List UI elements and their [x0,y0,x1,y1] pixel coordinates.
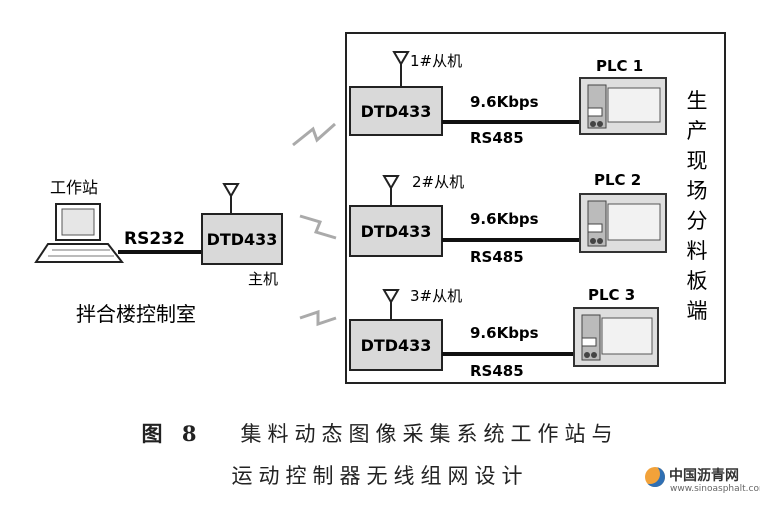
slave-3: 3#从机 DTD433 9.6Kbps RS485 PLC 3 [349,286,659,380]
bus-label: RS485 [470,248,524,266]
antenna-icon [392,51,410,87]
site-label-char: 产 [687,119,708,143]
slave-device-label: DTD433 [361,336,432,355]
slave-station-label: 1#从机 [410,52,462,70]
figure-caption-line-2: 运动控制器无线组网设计 [231,464,529,488]
workstation-label: 工作站 [50,178,98,197]
wireless-signal-icons [292,122,337,327]
master-antenna-icon [222,183,240,214]
antenna-icon [382,289,400,320]
bus-label: RS485 [470,129,524,147]
watermark-name: 中国沥青网 [669,468,739,484]
slave-1: 1#从机 DTD433 9.6Kbps RS485 PLC 1 [349,51,667,147]
baud-label: 9.6Kbps [470,324,539,342]
site-boundary-box [345,32,726,384]
slave-2: 2#从机 DTD433 9.6Kbps RS485 PLC 2 [349,171,667,266]
caption-text-1: 集料动态图像采集系统工作站与 [240,422,619,446]
plc-icon [579,193,667,253]
plc-icon [573,307,659,367]
watermark: 中国沥青网 www.sinoasphalt.com [643,463,760,503]
bus-label: RS485 [470,362,524,380]
slave-dtd433-box [349,319,443,371]
master-dtd433-box [201,213,283,265]
plc-label: PLC 3 [588,286,635,304]
site-label-char: 场 [687,179,708,203]
site-label-char: 料 [687,239,708,263]
workstation-laptop-icon [34,203,125,263]
slave-device-label: DTD433 [361,222,432,241]
plc-label: PLC 1 [596,57,643,75]
watermark-url: www.sinoasphalt.com [670,484,760,494]
rs232-label: RS232 [124,229,185,249]
antenna-icon [382,175,400,206]
slave-station-label: 2#从机 [412,173,464,191]
slave-station-label: 3#从机 [410,287,462,305]
site-label-char: 现 [687,149,708,173]
figure-caption-line-1: 图 8 集料动态图像采集系统工作站与 [0,418,760,448]
site-label-char: 端 [687,299,708,323]
watermark-logo-icon [645,467,665,487]
site-label-char: 分 [687,209,708,233]
control-room-label: 拌合楼控制室 [76,302,196,326]
slave-dtd433-box [349,205,443,257]
wireless-signal-icon [292,122,336,147]
site-label-char: 板 [687,269,708,293]
plc-label: PLC 2 [594,171,641,189]
wireless-signal-icon [299,309,337,327]
site-label-char: 生 [687,89,708,113]
baud-label: 9.6Kbps [470,210,539,228]
baud-label: 9.6Kbps [470,93,539,111]
plc-icon [579,77,667,135]
wireless-signal-icon [299,214,337,240]
master-role-label: 主机 [248,270,278,288]
slave-device-label: DTD433 [361,102,432,121]
slave-dtd433-box [349,86,443,136]
master-device-label: DTD433 [207,230,278,249]
figure-number: 图 8 [141,421,203,446]
